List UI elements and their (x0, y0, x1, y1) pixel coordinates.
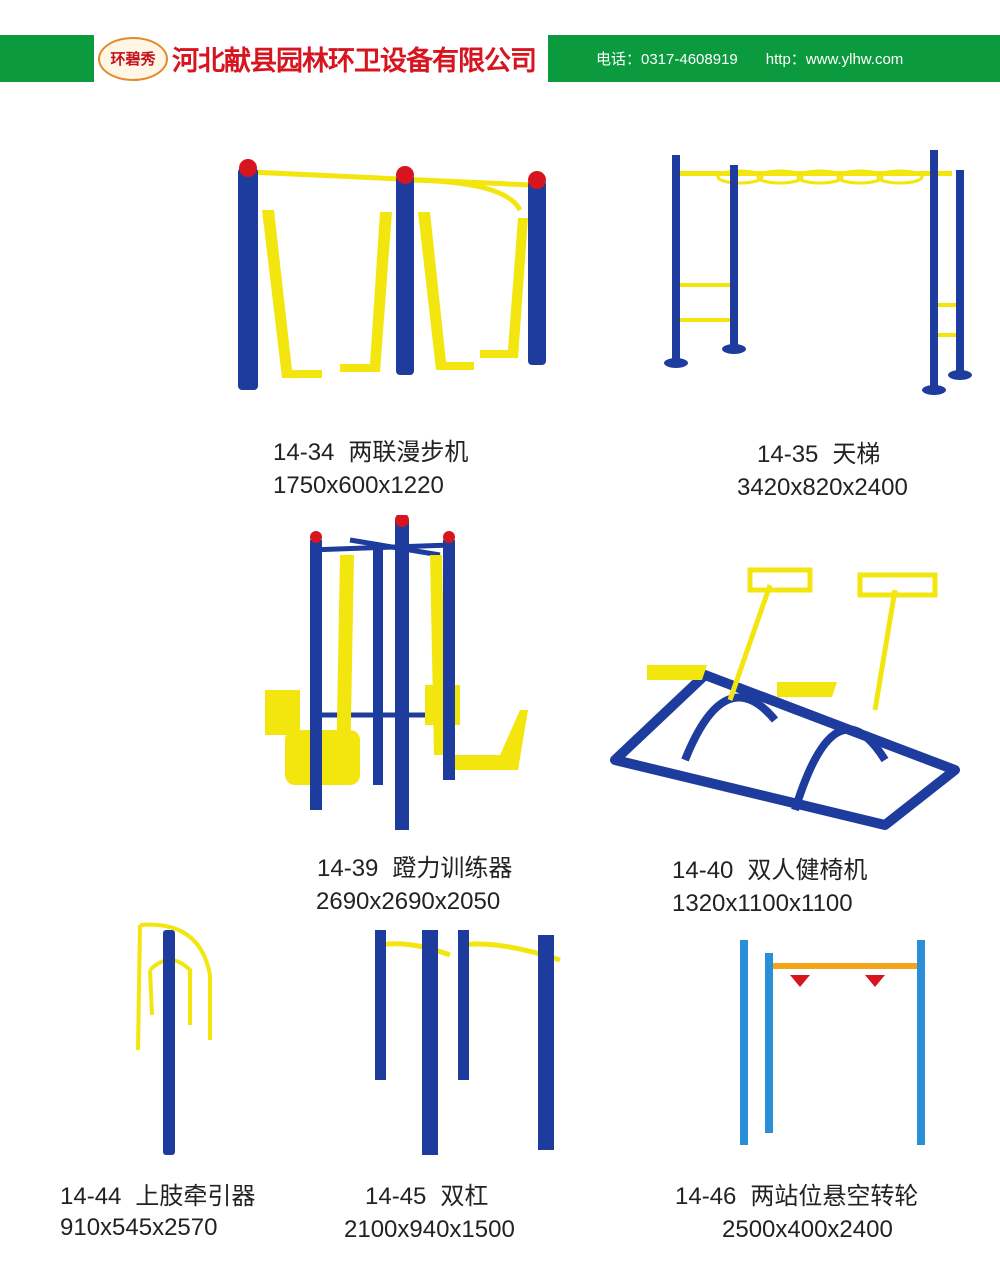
product-size-14-45: 2100x940x1500 (344, 1216, 515, 1243)
company-name: 河北献县园林环卫设备有限公司 (172, 46, 537, 77)
product-image-14-46 (740, 940, 925, 1145)
product-image-14-40 (610, 567, 960, 830)
product-size-14-35: 3420x820x2400 (737, 474, 908, 501)
brand: 环碧秀 河北献县园林环卫设备有限公司 (94, 35, 548, 82)
product-size-14-40: 1320x1100x1100 (672, 890, 853, 917)
website[interactable]: http：www.ylhw.com (765, 51, 904, 68)
product-image-14-45 (375, 930, 561, 1155)
product-image-14-44 (136, 922, 212, 1155)
product-image-14-34 (238, 159, 546, 390)
phone: 电话：0317-4608919 (596, 51, 738, 68)
product-image-14-35 (664, 150, 972, 395)
product-size-14-39: 2690x2690x2050 (316, 888, 501, 915)
header-bar-left (0, 35, 94, 82)
product-image-14-39 (265, 515, 528, 830)
product-size-14-34: 1750x600x1220 (273, 472, 444, 499)
logo: 环碧秀 (98, 36, 168, 81)
product-size-14-44: 910x545x2570 (60, 1214, 218, 1241)
product-size-14-46: 2500x400x2400 (722, 1216, 893, 1243)
header-contact: 电话：0317-4608919 http：www.ylhw.com (548, 35, 1000, 82)
